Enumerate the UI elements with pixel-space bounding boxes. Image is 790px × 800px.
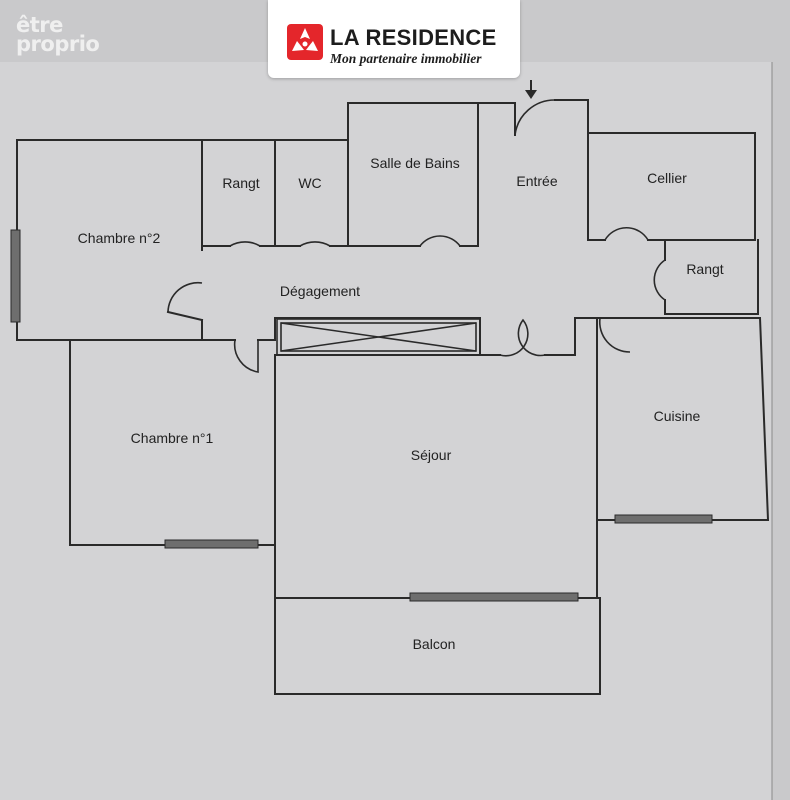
window-chambre-1 — [164, 539, 259, 549]
door-bath — [419, 235, 461, 247]
label-rangt-1: Rangt — [222, 175, 259, 191]
window-sejour — [409, 592, 579, 602]
corridor-left-walls — [166, 310, 236, 341]
label-wc: WC — [298, 175, 321, 191]
agency-tagline: Mon partenaire immobilier — [330, 51, 482, 66]
chambre-1-walls — [69, 339, 276, 546]
watermark-line-1: être — [16, 13, 63, 37]
cuisine-walls — [596, 317, 770, 521]
label-cuisine: Cuisine — [654, 408, 701, 424]
door-chambre-2 — [167, 281, 203, 313]
label-rangt-2: Rangt — [686, 261, 723, 277]
label-balcon: Balcon — [413, 636, 456, 652]
paper-sheet — [0, 62, 772, 800]
label-chambre-2: Chambre n°2 — [78, 230, 161, 246]
label-chambre-1: Chambre n°1 — [131, 430, 214, 446]
window-cuisine — [614, 514, 713, 524]
entrance-arrow — [525, 80, 537, 99]
label-salle-de-bains: Salle de Bains — [370, 155, 460, 171]
watermark-logo: être proprio — [16, 13, 100, 56]
rangt-2-walls — [664, 239, 759, 315]
agency-logo-box: LA RESIDENCE Mon partenaire immobilier — [268, 0, 520, 78]
propeller-icon — [292, 28, 318, 51]
sejour-top-right — [479, 317, 601, 356]
agency-logo-icon — [287, 24, 323, 60]
door-chambre-1 — [233, 339, 259, 373]
label-degagement: Dégagement — [280, 283, 360, 299]
door-cuisine — [598, 317, 631, 353]
room-labels: Chambre n°2 Rangt WC Salle de Bains Entr… — [78, 155, 724, 652]
watermark-line-2: proprio — [16, 32, 100, 56]
cupboard-cross — [276, 318, 481, 356]
door-rangt-2 — [653, 259, 666, 301]
agency-name: LA RESIDENCE — [330, 25, 497, 50]
top-wing-walls — [201, 102, 479, 246]
door-cellier — [604, 227, 649, 241]
cellier-walls — [587, 132, 756, 241]
windows — [10, 229, 713, 602]
entree-wall-left — [477, 102, 516, 136]
label-sejour: Séjour — [411, 447, 452, 463]
entree-wall-right — [554, 99, 589, 241]
door-swings — [167, 99, 666, 373]
balcon-walls — [274, 597, 601, 695]
window-chambre-2 — [10, 229, 21, 323]
door-entree — [514, 99, 556, 136]
door-sejour-double — [499, 318, 546, 357]
door-rangt — [229, 241, 261, 247]
label-cellier: Cellier — [647, 170, 687, 186]
door-wc — [299, 241, 331, 247]
label-entree: Entrée — [516, 173, 557, 189]
